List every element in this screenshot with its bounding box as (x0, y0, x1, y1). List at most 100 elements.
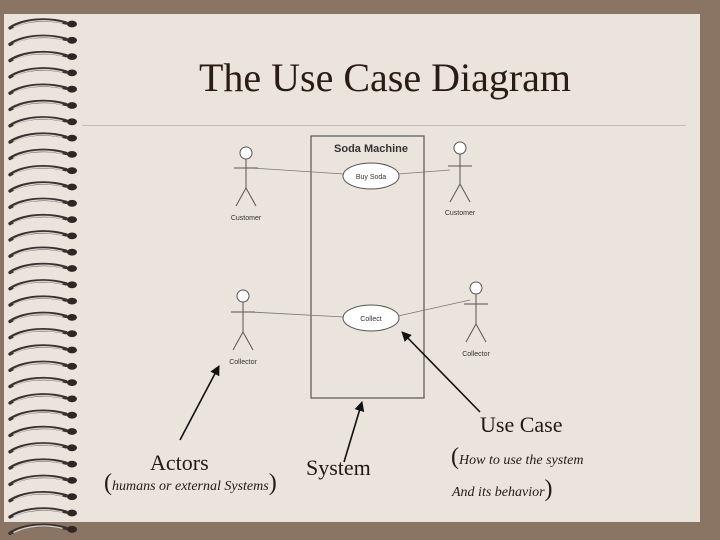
spiral-ring (8, 116, 68, 128)
use-case-label: Collect (360, 316, 381, 323)
associations (249, 167, 471, 318)
spiral-hole (67, 362, 77, 370)
spiral-ring (8, 474, 68, 487)
spiral-hole (67, 134, 77, 142)
spiral-ring (8, 18, 68, 30)
spiral-ring (8, 165, 68, 177)
spiral-hole (67, 36, 77, 44)
spiral-hole (67, 232, 77, 240)
spiral-ring (8, 83, 68, 95)
actor-label: Collector (229, 359, 257, 366)
spiral-hole (67, 395, 77, 403)
spiral-ring (8, 442, 68, 454)
spiral-hole (67, 216, 77, 224)
spiral-hole (67, 85, 77, 93)
actor-customer-left (234, 146, 258, 207)
actor-collector-right (464, 281, 488, 343)
spiral-ring (8, 197, 68, 209)
spiral-ring-highlight (13, 85, 63, 93)
actors-note-text: humans or external Systems (112, 479, 269, 494)
spiral-hole (67, 69, 77, 77)
spiral-hole (67, 411, 77, 419)
spiral-ring-highlight (13, 134, 63, 142)
spiral-ring (8, 376, 68, 389)
spiral-ring (8, 409, 68, 421)
arrow-to-system (343, 401, 365, 463)
spiral-ring-highlight (13, 492, 63, 501)
spiral-ring-highlight (13, 362, 63, 370)
actor-collector-left (231, 289, 255, 351)
spiral-ring-highlight (13, 509, 63, 517)
spiral-ring-highlight (13, 329, 63, 338)
title-rule (82, 125, 686, 126)
actor-customer-right (448, 141, 472, 203)
spiral-ring (8, 458, 68, 470)
spiral-ring (8, 344, 68, 356)
spiral-hole (67, 248, 77, 256)
spiral-ring (8, 279, 68, 291)
spiral-hole (67, 477, 77, 484)
spiral-hole (67, 509, 77, 517)
use-case-note-text-2: And its behavior (452, 485, 545, 500)
spiral-ring (8, 246, 68, 258)
actors-note: (humans or external Systems) (104, 470, 277, 497)
spiral-hole (67, 167, 77, 175)
spiral-ring-highlight (13, 280, 63, 289)
spiral-ring-highlight (13, 525, 63, 533)
spiral-ring (8, 99, 68, 112)
use-case-note-text-1: How to use the system (459, 453, 584, 468)
spiral-ring-highlight (13, 443, 63, 452)
use-case-note-line-1: (How to use the system (451, 444, 583, 471)
spiral-ring (8, 425, 68, 438)
spiral-ring (8, 230, 68, 242)
close-paren: ) (268, 470, 277, 496)
use-case-label-annotation: Use Case (480, 412, 563, 437)
open-paren: ( (451, 444, 459, 470)
spiral-ring-highlight (13, 215, 63, 224)
spiral-ring-highlight (13, 231, 63, 240)
spiral-ring-highlight (13, 411, 63, 419)
spiral-hole (67, 281, 77, 289)
spiral-ring-highlight (13, 150, 63, 159)
spiral-ring-highlight (13, 313, 63, 322)
spiral-ring-highlight (13, 476, 63, 485)
spiral-ring-highlight (13, 248, 63, 256)
spiral-ring-highlight (13, 264, 63, 273)
spiral-hole (67, 20, 77, 28)
close-paren: ) (544, 476, 553, 502)
arrow-to-actor (179, 365, 220, 441)
spiral-ring (8, 148, 68, 161)
spiral-ring-highlight (13, 297, 63, 305)
spiral-ring-highlight (13, 199, 63, 207)
spiral-ring-highlight (13, 378, 63, 387)
spiral-ring (8, 181, 68, 193)
spiral-ring (8, 34, 68, 46)
spiral-ring-highlight (13, 20, 63, 28)
spiral-hole (67, 314, 77, 321)
spiral-hole (67, 199, 77, 207)
spiral-ring-highlight (13, 346, 63, 354)
spiral-hole (67, 525, 77, 533)
spiral-ring-highlight (13, 460, 63, 468)
system-label: System (306, 455, 371, 480)
spiral-ring-highlight (13, 101, 63, 110)
use-case-buy-soda: Buy Soda (342, 162, 400, 190)
spiral-hole (67, 297, 77, 305)
spiral-ring (8, 491, 68, 503)
spiral-ring (8, 393, 68, 405)
spiral-ring-highlight (13, 394, 63, 403)
actor-label: Customer (231, 215, 262, 222)
spiral-ring (8, 67, 68, 79)
actors-label: Actors (150, 450, 209, 475)
open-paren: ( (104, 470, 112, 496)
spiral-ring (8, 213, 68, 226)
system-name: Soda Machine (334, 143, 408, 155)
spiral-ring (8, 311, 68, 324)
arrow-to-use-case (401, 331, 481, 413)
spiral-hole (67, 460, 77, 468)
spiral-hole (67, 444, 77, 452)
actor-label: Collector (462, 351, 490, 358)
spiral-ring-highlight (13, 427, 63, 436)
actor-label: Customer (445, 210, 476, 217)
